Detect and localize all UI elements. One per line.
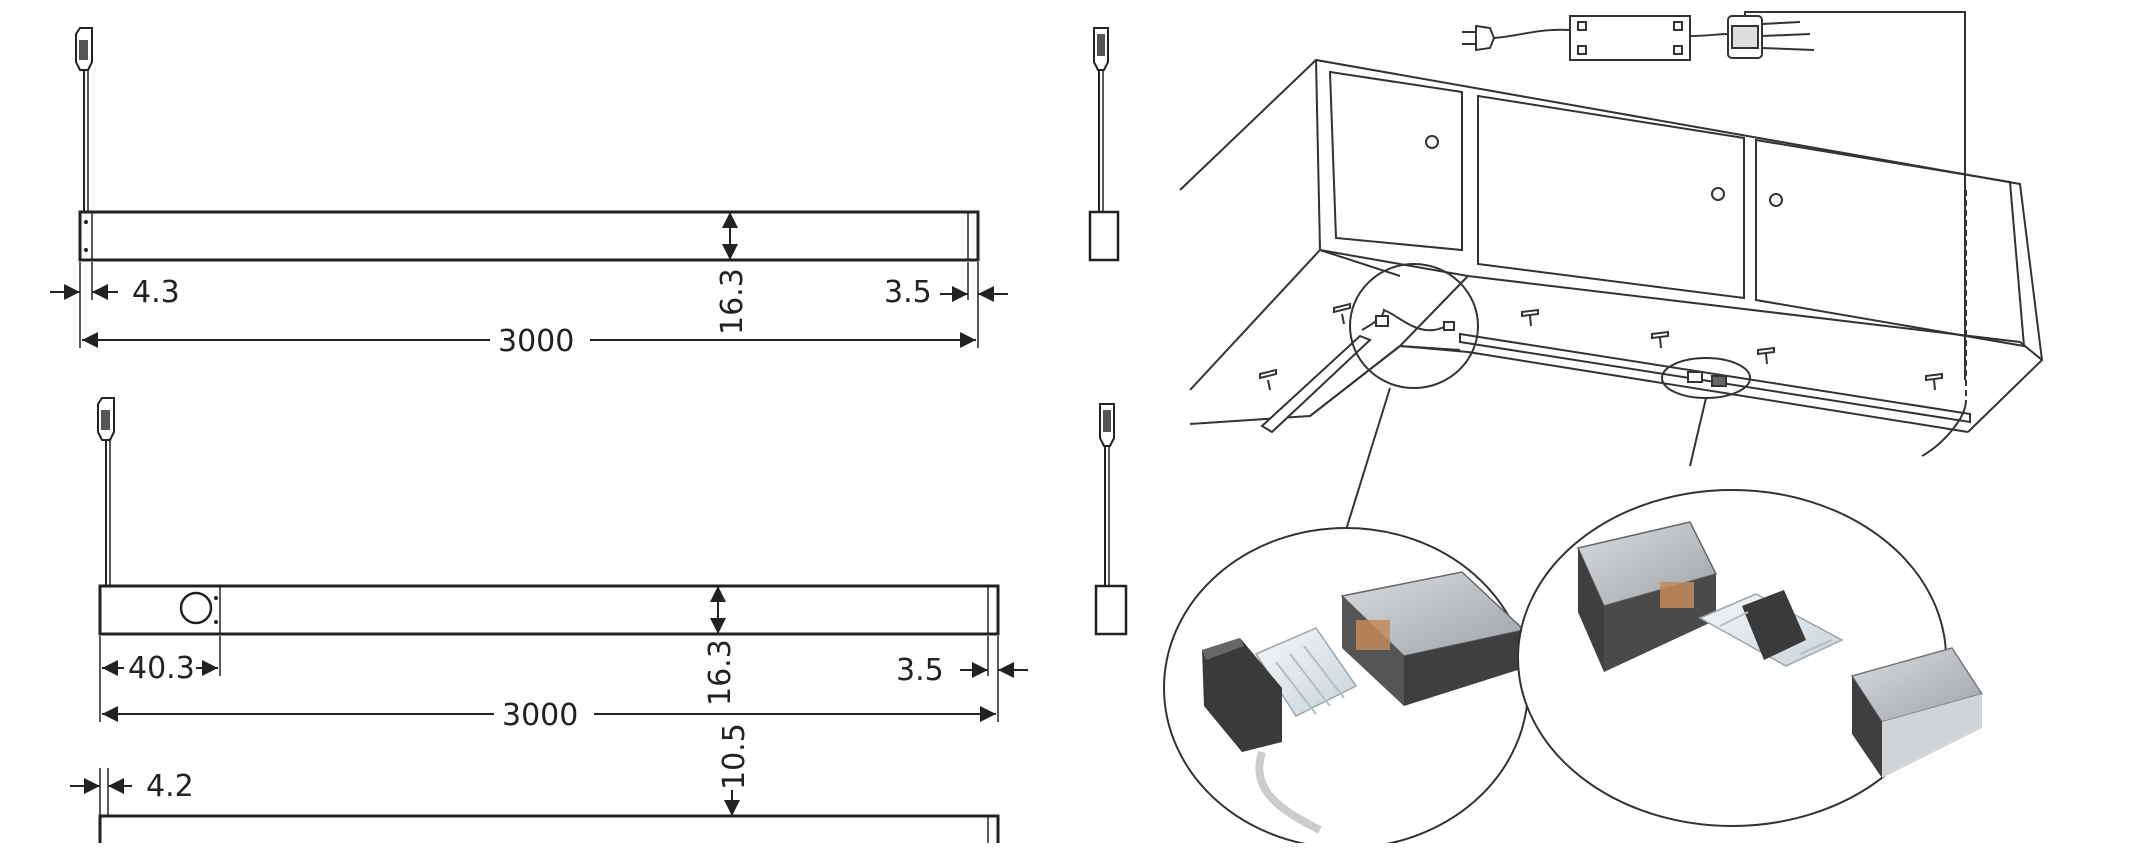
cable-clip-icon: [75, 27, 93, 212]
side-view-2: [1094, 403, 1128, 636]
bar2-right-offset-label: 3.5: [896, 653, 944, 688]
driver-box-icon: [1569, 15, 1729, 61]
bar3-height-label: 10.5: [717, 723, 752, 790]
bar1-right-offset-label: 3.5: [884, 275, 932, 310]
bar1-left-offset-label: 4.3: [132, 275, 180, 310]
bar-profile: [78, 210, 980, 262]
detail-view-end-cap: [1163, 527, 1529, 848]
bar2-left-offset-label: 40.3: [128, 651, 195, 686]
bar-drawing-2: 16.3 40.3 3.5 3000: [97, 397, 1028, 733]
bar-profile: [98, 584, 1000, 636]
detail-view-joint-connector: [1517, 489, 1984, 827]
screw-icons: [1259, 302, 1943, 391]
bar1-length-label: 3000: [498, 324, 574, 359]
bar3-left-offset-label: 4.2: [146, 769, 194, 804]
end-cap-icon: [1202, 638, 1282, 752]
connector-icon: [1698, 590, 1844, 667]
plug-icon: [1462, 24, 1571, 52]
cable-clip-icon: [97, 397, 115, 586]
bar2-length-label: 3000: [502, 698, 578, 733]
distribution-hub-icon: [1727, 11, 1966, 380]
connector-icon: [1254, 627, 1358, 717]
bar-drawing-3: 4.2 10.5: [70, 723, 1000, 848]
bar-drawing-1: 16.3 4.3 3.5 3000: [50, 27, 1008, 359]
bar2-height-label: 16.3: [703, 639, 738, 706]
cabinet-installation-illustration: [1179, 11, 2044, 531]
sensor-icon: [179, 591, 213, 625]
side-view-1: [1088, 27, 1120, 262]
bar1-height-label: 16.3: [715, 268, 750, 335]
bar-profile: [98, 814, 1000, 848]
